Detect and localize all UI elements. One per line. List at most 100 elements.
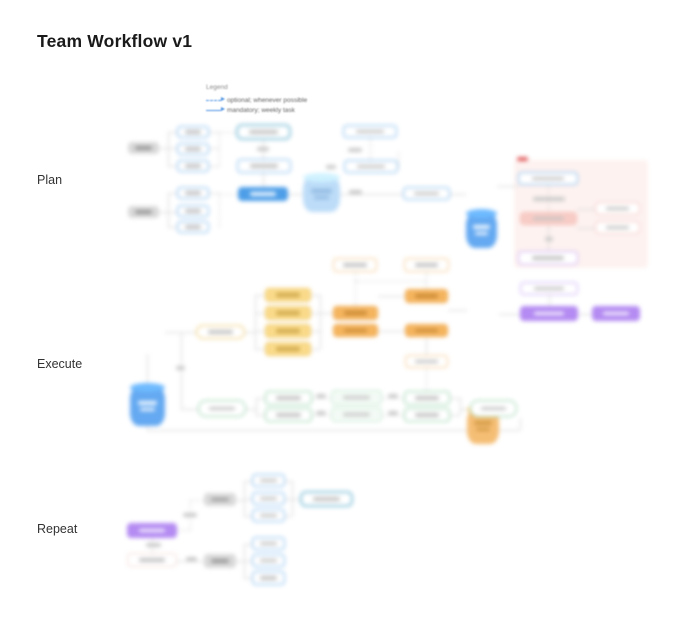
- node-text-smudge: [184, 130, 202, 134]
- legend-optional-label: optional; whenever possible: [227, 96, 308, 104]
- connector-line: [255, 349, 265, 350]
- connector-label-smudge: [186, 557, 197, 561]
- connector-line: [219, 194, 238, 195]
- connector-line: [255, 313, 265, 314]
- repeat-item-1[interactable]: [252, 474, 285, 487]
- risk-option-1[interactable]: [595, 202, 640, 215]
- exec-identify-pill[interactable]: [196, 325, 245, 339]
- connector-line: [382, 415, 404, 416]
- plan-item-5[interactable]: [177, 205, 209, 217]
- connector-line: [460, 398, 461, 415]
- connector-line: [244, 481, 245, 516]
- exec-ref-2[interactable]: [404, 258, 449, 272]
- sync-opt-1[interactable]: [331, 390, 382, 405]
- plan-db-main[interactable]: [466, 212, 497, 248]
- plan-main-step[interactable]: [238, 187, 288, 201]
- connector-line: [355, 281, 356, 306]
- plan-item-6[interactable]: [177, 221, 209, 233]
- node-text-smudge: [474, 231, 488, 235]
- connector-line: [219, 193, 220, 227]
- repeat-gray-a[interactable]: [204, 493, 236, 506]
- exec-task-4[interactable]: [265, 342, 311, 356]
- risk-bottom-box[interactable]: [518, 251, 578, 265]
- sync-box-1[interactable]: [265, 391, 312, 405]
- plan-source-b[interactable]: [128, 206, 159, 218]
- node-text-smudge: [414, 396, 440, 400]
- connector-label-smudge: [348, 148, 362, 152]
- exec-ref-1[interactable]: [333, 258, 377, 272]
- sync-pill-right[interactable]: [470, 400, 517, 417]
- plan-approve-top[interactable]: [343, 125, 397, 138]
- connector-line: [244, 578, 252, 579]
- plan-item-2[interactable]: [177, 143, 209, 155]
- node-text-smudge: [137, 401, 158, 405]
- node-text-smudge: [140, 407, 155, 411]
- connector-line: [168, 132, 177, 133]
- node-text-smudge: [184, 147, 202, 151]
- sync-box-3[interactable]: [404, 391, 450, 405]
- sync-opt-2[interactable]: [331, 407, 382, 422]
- node-text-smudge: [415, 359, 438, 364]
- repeat-item-2[interactable]: [252, 492, 285, 505]
- repeat-gray-b[interactable]: [204, 554, 236, 568]
- repeat-item-4[interactable]: [252, 537, 285, 550]
- exec-create-box[interactable]: [333, 306, 378, 320]
- sync-pill-left[interactable]: [198, 400, 246, 417]
- exec-checkout-box[interactable]: [405, 289, 448, 303]
- node-text-smudge: [603, 311, 629, 316]
- exec-edit-box[interactable]: [405, 324, 448, 337]
- repeat-retro-box[interactable]: [127, 523, 177, 538]
- repeat-item-5[interactable]: [252, 554, 285, 567]
- plan-item-1[interactable]: [177, 126, 209, 138]
- node-text-smudge: [138, 558, 166, 562]
- exec-photo-box[interactable]: [333, 324, 378, 337]
- exec-task-2[interactable]: [265, 306, 311, 320]
- connector-line: [312, 398, 331, 399]
- repeat-item-6[interactable]: [252, 571, 285, 585]
- node-text-smudge: [472, 225, 491, 229]
- plan-review-box[interactable]: [237, 159, 291, 173]
- exec-pub-top[interactable]: [520, 282, 578, 295]
- plan-highlight-box[interactable]: [236, 124, 291, 140]
- connector-line: [285, 499, 292, 500]
- repeat-highlight-box[interactable]: [300, 491, 353, 507]
- risk-monitor-box[interactable]: [520, 212, 577, 225]
- connector-line: [292, 481, 293, 516]
- exec-distribute-box[interactable]: [592, 306, 640, 321]
- connector-label-smudge: [388, 411, 398, 415]
- plan-item-3[interactable]: [177, 160, 209, 172]
- risk-top-box[interactable]: [518, 172, 578, 185]
- connector-line: [370, 138, 371, 160]
- repeat-soft-box[interactable]: [127, 553, 177, 567]
- exec-task-3[interactable]: [265, 324, 311, 338]
- connector-line: [209, 166, 219, 167]
- node-text-smudge: [184, 209, 202, 213]
- exec-publish-box[interactable]: [520, 306, 578, 321]
- node-text-smudge: [276, 413, 301, 417]
- sync-box-4[interactable]: [404, 408, 450, 422]
- plan-approve-mid[interactable]: [344, 160, 398, 173]
- connector-line: [355, 281, 426, 282]
- sync-box-2[interactable]: [265, 408, 312, 422]
- connector-label-smudge: [517, 157, 528, 161]
- connector-line: [168, 132, 169, 166]
- connector-label-smudge: [176, 366, 185, 370]
- exec-db-central[interactable]: [130, 386, 165, 426]
- node-text-smudge: [532, 176, 564, 181]
- node-text-smudge: [134, 146, 153, 150]
- plan-source-a[interactable]: [128, 142, 159, 154]
- plan-item-4[interactable]: [177, 187, 209, 199]
- node-text-smudge: [134, 210, 153, 214]
- connector-line: [168, 148, 177, 149]
- connector-line: [320, 313, 333, 314]
- connector-line: [256, 398, 265, 399]
- risk-option-2[interactable]: [595, 221, 640, 234]
- exec-task-1[interactable]: [265, 288, 311, 302]
- connector-line: [219, 132, 236, 133]
- exec-plan-ref-box[interactable]: [405, 355, 448, 368]
- connector-line: [448, 310, 467, 311]
- plan-db-light[interactable]: [303, 176, 340, 212]
- connector-line: [209, 132, 219, 133]
- plan-check-box[interactable]: [403, 187, 450, 200]
- repeat-item-3[interactable]: [252, 509, 285, 522]
